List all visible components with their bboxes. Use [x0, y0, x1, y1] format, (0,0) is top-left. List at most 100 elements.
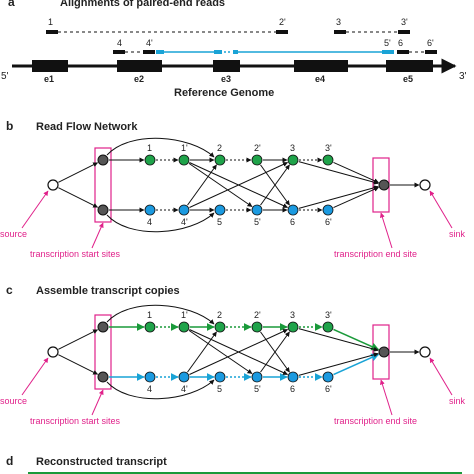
read-label-4: 4	[117, 38, 122, 48]
edge-cross-3	[187, 331, 217, 373]
node-label-bottom-0: 4	[147, 384, 152, 394]
node-label-top-2: 2	[217, 310, 222, 320]
panel-a: a Alignments of paired-end reads 1 2' 3 …	[1, 0, 467, 99]
genome-3-end: 3'	[459, 71, 467, 82]
read-node-bottom-2	[214, 371, 226, 383]
read-label-3: 3	[336, 17, 341, 27]
read-pair-row-top	[46, 30, 410, 34]
read-blue-a	[156, 50, 164, 54]
end-site-annotation-arrow	[379, 379, 393, 416]
start-sites-box	[94, 147, 112, 223]
read-label-2p: 2'	[279, 17, 286, 27]
edge-source-bottom	[58, 354, 99, 375]
node-label-top-1: 1'	[181, 143, 188, 153]
panel-d-title: Reconstructed transcript	[36, 456, 167, 468]
sink-label: sink	[449, 229, 466, 239]
end-node	[378, 346, 390, 358]
edge-cross-4	[189, 162, 289, 208]
source-node	[47, 346, 59, 358]
edge-start-5-curve	[106, 379, 215, 400]
node-label-bottom-3: 5'	[254, 384, 261, 394]
node-label-top-5: 3'	[325, 143, 332, 153]
exon-label-e2: e2	[134, 74, 144, 84]
edge-cross-5	[260, 164, 290, 206]
read-1	[46, 30, 58, 34]
panel-d-letter: d	[6, 454, 13, 468]
read-4	[113, 50, 125, 54]
edge-6-end	[298, 185, 379, 209]
edge-3-end	[298, 328, 379, 352]
edge-start-5-curve	[106, 212, 215, 233]
edge-3p-end	[333, 161, 379, 184]
start-node-top	[97, 321, 109, 333]
read-node-top-3	[251, 321, 263, 333]
node-label-bottom-5: 6'	[325, 384, 332, 394]
edge-source-top	[58, 329, 99, 350]
read-3p	[398, 30, 410, 34]
edge-6-end	[298, 352, 379, 376]
genome-label: Reference Genome	[174, 87, 274, 99]
exon-label-e5: e5	[403, 74, 413, 84]
read-node-top-4	[287, 154, 299, 166]
start-node-top	[97, 154, 109, 166]
read-node-top-4	[287, 321, 299, 333]
read-blue-b	[214, 50, 222, 54]
exon-label-e3: e3	[221, 74, 231, 84]
read-node-bottom-4	[287, 204, 299, 216]
source-node	[47, 179, 59, 191]
sink-node	[419, 346, 431, 358]
panel-a-letter: a	[8, 0, 15, 9]
node-label-bottom-3: 5'	[254, 217, 261, 227]
read-node-bottom-1	[178, 204, 190, 216]
read-node-top-2	[214, 154, 226, 166]
panel-b: b Read Flow Network 141'4'252'5'363'6'so…	[0, 119, 466, 259]
read-node-top-2	[214, 321, 226, 333]
end-site-label: transcription end site	[334, 416, 417, 426]
node-label-bottom-0: 4	[147, 217, 152, 227]
read-node-bottom-2	[214, 204, 226, 216]
read-node-bottom-3	[251, 204, 263, 216]
exon-e1	[32, 60, 68, 72]
edge-cross-5	[260, 331, 290, 373]
read-6	[397, 50, 409, 54]
read-blue-c	[233, 50, 238, 54]
read-node-top-0	[144, 321, 156, 333]
node-label-bottom-5: 6'	[325, 217, 332, 227]
end-site-label: transcription end site	[334, 249, 417, 259]
panel-d: d Reconstructed transcript	[6, 454, 462, 474]
read-label-6: 6	[398, 38, 403, 48]
read-label-1: 1	[48, 17, 53, 27]
edge-source-top	[58, 162, 99, 183]
source-annotation-arrow	[21, 357, 49, 396]
edge-3-end	[298, 161, 379, 185]
source-annotation-arrow	[21, 190, 49, 229]
edge-start-2-curve	[106, 137, 215, 158]
read-label-4p: 4'	[146, 38, 153, 48]
read-node-bottom-4	[287, 371, 299, 383]
read-pair-row-bottom	[113, 50, 437, 54]
sink-label: sink	[449, 396, 466, 406]
read-node-top-1	[178, 154, 190, 166]
edge-cross-1	[188, 329, 253, 375]
node-label-bottom-4: 6	[290, 384, 295, 394]
node-label-bottom-1: 4'	[181, 384, 188, 394]
source-label: source	[0, 229, 27, 239]
read-node-top-0	[144, 154, 156, 166]
genome-5-end: 5'	[1, 71, 9, 82]
edge-start-2-curve	[106, 304, 215, 325]
edge-6p-end	[333, 353, 380, 376]
node-label-bottom-1: 4'	[181, 217, 188, 227]
read-label-3p: 3'	[401, 17, 408, 27]
read-label-6p: 6'	[427, 38, 434, 48]
node-label-bottom-2: 5	[217, 217, 222, 227]
exon-e2	[117, 60, 162, 72]
exon-e5	[386, 60, 433, 72]
source-label: source	[0, 396, 27, 406]
exon-e3	[213, 60, 240, 72]
exon-label-e4: e4	[315, 74, 325, 84]
end-site-annotation-arrow	[379, 212, 393, 249]
read-node-bottom-5	[322, 204, 334, 216]
sink-annotation-arrow	[429, 357, 453, 396]
end-node	[378, 179, 390, 191]
